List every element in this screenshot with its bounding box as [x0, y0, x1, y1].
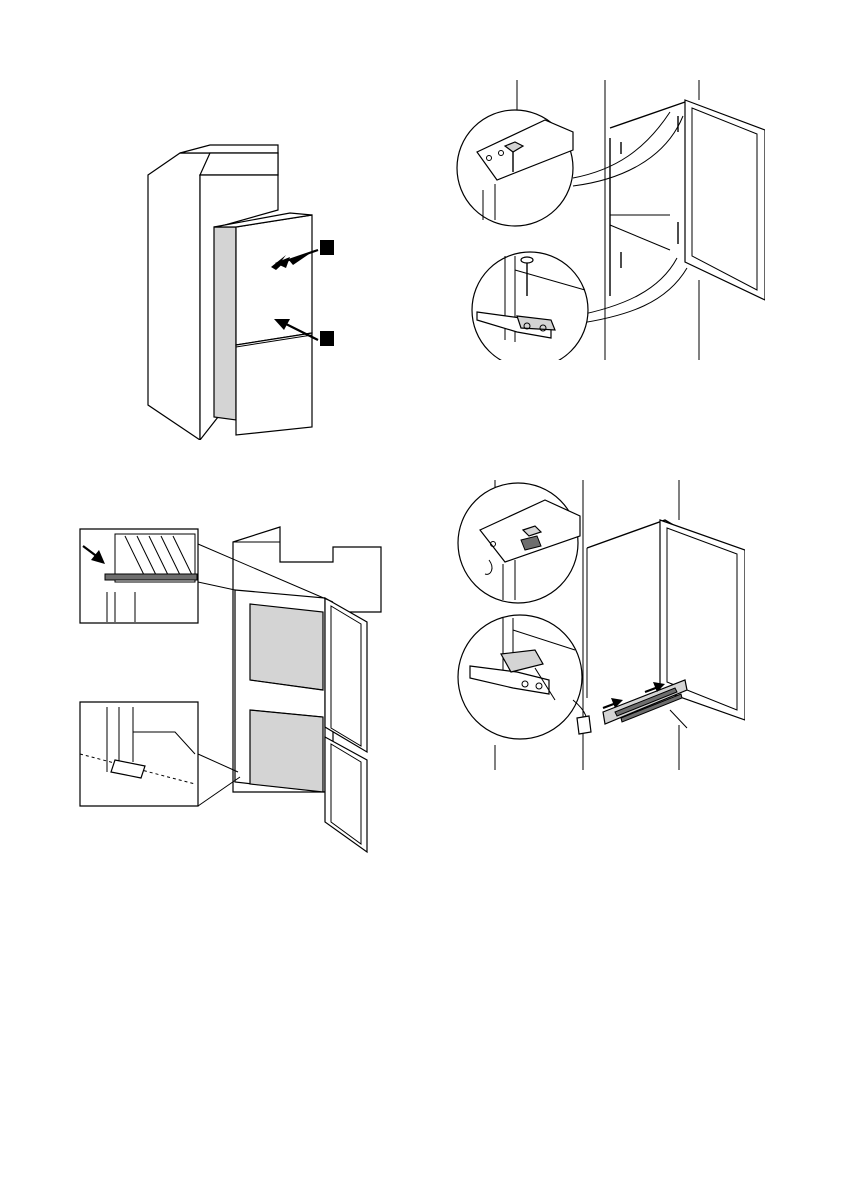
- step-marker-1: [320, 240, 334, 255]
- figure-appliance-insertion: [140, 135, 370, 440]
- lower-hinge-screws: [621, 222, 678, 268]
- figure-door-alignment: [75, 522, 385, 857]
- detail-hinge-alignment: [80, 702, 198, 806]
- detail-lower-hinge: [472, 252, 588, 360]
- upper-compartment: [250, 604, 323, 690]
- figure-hinge-cover-grille: [455, 480, 745, 770]
- figure-hinge-screws: [455, 80, 765, 360]
- appliance-upper-door: [236, 215, 312, 345]
- screw-head-icon: [521, 257, 533, 263]
- appliance-side-panel: [214, 227, 236, 420]
- appliance-lower-door: [236, 333, 312, 435]
- open-door-outline: [685, 100, 765, 300]
- lower-compartment: [250, 710, 323, 792]
- step-marker-2: [320, 331, 334, 346]
